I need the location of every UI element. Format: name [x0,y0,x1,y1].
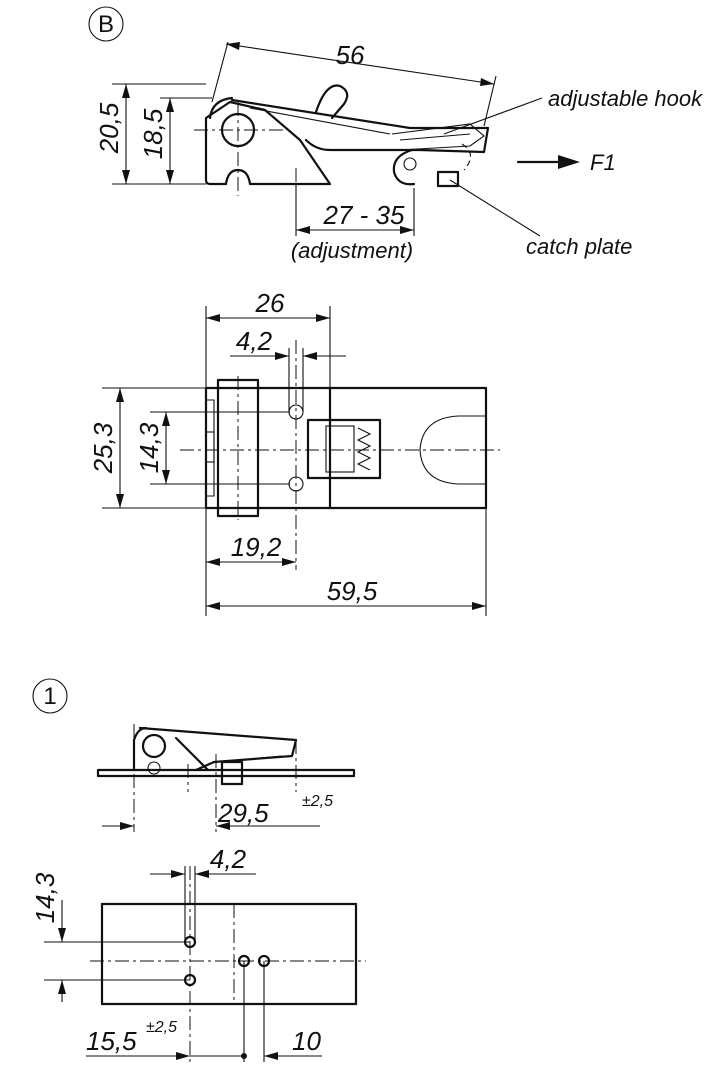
thumb-tab [314,84,349,120]
dim-b15-tolerance: ±2,5 [146,1019,177,1036]
dim-b14-text: 14,3 [30,872,60,923]
left-bracket [206,399,215,497]
dim-19-text: 19,2 [231,532,282,562]
dim-20-arrow-bottom [122,170,130,184]
dim-29-arrow-left [120,822,134,830]
dim-56-arrow-right [480,78,494,86]
left-tab [205,431,215,463]
pivot-housing [208,96,234,120]
dim-b42-text: 4,2 [210,844,247,874]
view-b-marker-circle [88,6,124,42]
dim-27-arrow-right [400,226,414,234]
view-b-marker: B [98,11,114,38]
dim-b15-origin-dot [241,1053,247,1059]
bottom-view: 14,3 4,2 15,5 ±2,5 10 [30,844,366,1064]
dim-25-arrow-top [116,388,124,402]
spring-box [325,425,355,473]
dim-19-arrow-left [206,558,220,566]
lever-edge [249,107,391,135]
dim-56-arrow-left [226,42,240,50]
hook-body [391,123,485,151]
catch-plate-shape [436,170,460,188]
dim-29-text: 29,5 [217,798,269,828]
dim-18-arrow-bottom [166,170,174,184]
label-catch-plate: catch plate [526,234,632,259]
dim-14-arrow-top [162,412,170,426]
top-view: 26 4,2 25,3 14,3 19,2 59, [88,288,500,616]
dim-42-text: 4,2 [236,326,273,356]
dim-18-text: 18,5 [138,108,168,159]
dim-59-arrow-right [472,602,486,610]
dim-b15-arrow-left [176,1052,190,1060]
adjustment-note: (adjustment) [291,238,413,263]
leader-adjustable-hook [443,97,543,135]
dim-59-arrow-left [206,602,220,610]
dim-14-arrow-bottom [162,470,170,484]
dim-20-text: 20,5 [94,102,124,154]
dim-27-arrow-left [296,226,310,234]
latch-base-outline [204,100,332,186]
pivot-pin-top [216,378,260,518]
mounting-plate [96,768,356,778]
dim-26-arrow-left [206,314,220,322]
dim-59-text: 59,5 [327,576,378,606]
dim-19-arrow-right [282,558,296,566]
view-b: B 56 20,5 [88,6,703,263]
view-1-marker: 1 [43,683,56,710]
dim-27-text: 27 - 35 [323,200,405,230]
ext-56-right [483,75,497,127]
dim-20-arrow-top [122,84,130,98]
dim-25-text: 25,3 [88,422,118,474]
dim-25-arrow-bottom [116,494,124,508]
label-adjustable-hook: adjustable hook [548,86,703,111]
mini-catch [220,760,244,786]
label-force: F1 [590,150,616,175]
dim-29-arrow-right [216,822,230,830]
force-arrow-head [558,155,580,169]
top-view-outline [204,386,488,510]
dim-14-text: 14,3 [134,422,164,473]
dim-b42-arrow-left [171,870,185,878]
dim-b15-text: 15,5 [86,1026,137,1056]
view-1-marker-circle [32,678,68,714]
dim-56-text: 56 [336,40,365,70]
dim-42-arrow-right [303,352,317,360]
mini-brace [174,736,210,772]
dim-29-tolerance: ±2,5 [302,793,333,810]
dim-b14-arrow-top [58,928,66,942]
dim-26-text: 26 [255,288,285,318]
view-1: 1 29,5 ±2,5 [32,678,356,832]
spring-coil [356,427,372,471]
dim-18-arrow-top [166,98,174,112]
hook-tip-outline [419,415,486,485]
mini-pivot [141,733,167,759]
dim-26-arrow-right [316,314,330,322]
leader-catch-plate [449,179,541,237]
dim-b14-arrow-bottom [58,980,66,994]
mini-lever [138,726,298,772]
dim-56-line [225,43,495,85]
hook-loop [392,148,416,186]
mini-pivot-lower [147,761,161,775]
lever-outline [230,98,490,154]
ext-56-left [211,41,229,103]
dim-b10-text: 10 [292,1026,321,1056]
dim-42-arrow-left [275,352,289,360]
hook-eye [403,157,417,171]
hook-hatch [399,133,471,141]
spring-housing [306,418,382,480]
dim-b42-arrow-right [195,870,209,878]
catch-hidden-arc [461,143,472,171]
